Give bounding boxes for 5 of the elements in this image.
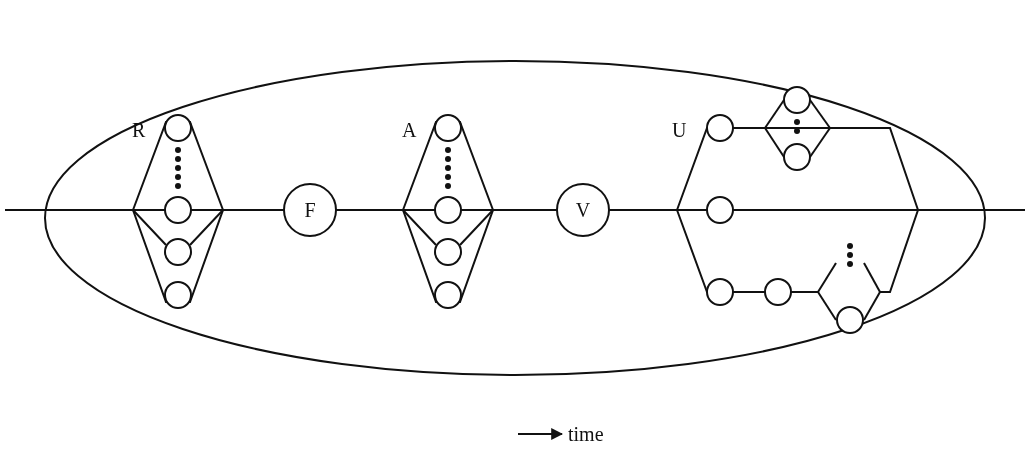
group-letter: U (672, 120, 687, 140)
stage-circle: F (283, 183, 337, 237)
stage-circle: V (556, 183, 610, 237)
axis-label: time (568, 424, 604, 444)
group-letter: A (402, 120, 417, 140)
